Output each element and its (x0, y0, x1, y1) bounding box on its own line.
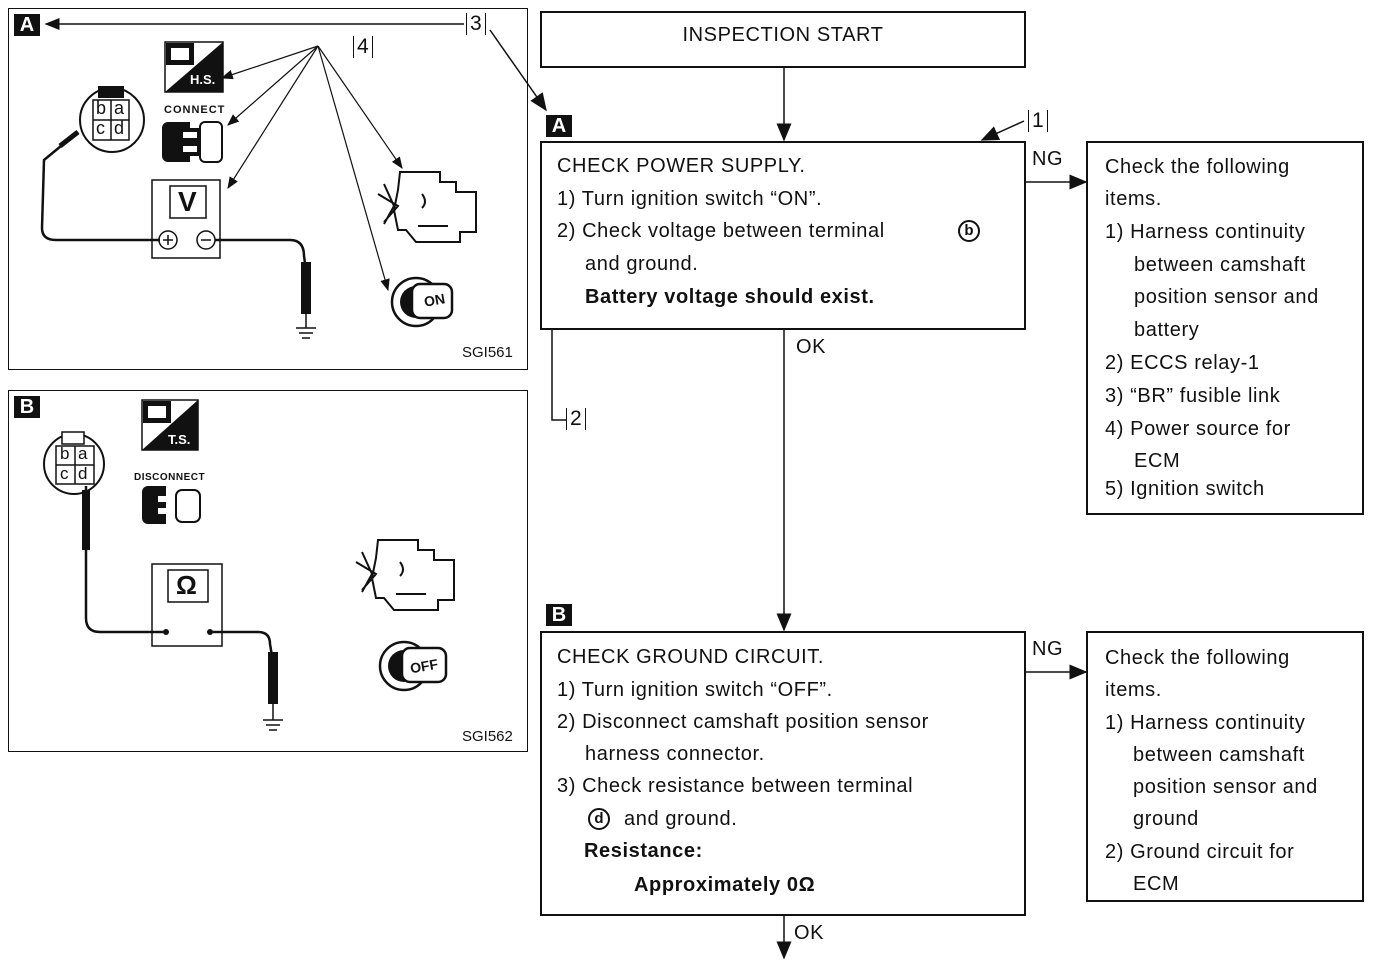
step-a-ng-line-5: battery (1134, 319, 1200, 341)
step-a-ng-line-9: ECM (1134, 450, 1181, 472)
disconnect-label: DISCONNECT (134, 472, 206, 483)
connect-label: CONNECT (164, 104, 226, 116)
step-b-ng-line-5: ground (1133, 808, 1199, 830)
step-b-ok-label: OK (794, 922, 825, 944)
callout-4: 4 (353, 36, 373, 58)
step-b-line-3: harness connector. (585, 743, 765, 765)
figure-b-tag: B (14, 396, 40, 418)
start-label: INSPECTION START (682, 24, 884, 46)
step-b-ng-line-4: position sensor and (1133, 776, 1318, 798)
figure-b-illustration (43, 399, 455, 731)
disconnect-connector-icon (142, 486, 201, 524)
terminal-b-c: c (60, 464, 69, 483)
terminal-b-marker-icon: b (958, 220, 980, 242)
engine-icon (377, 171, 477, 243)
step-a-line-3: and ground. (585, 253, 699, 275)
step-a-ng-line-0: Check the following (1105, 156, 1290, 178)
terminal-b-d: d (78, 464, 88, 483)
step-a-tag: A (546, 115, 572, 137)
terminal-b-b: b (60, 444, 70, 463)
step-a-line-2: 2) Check voltage between terminal (557, 220, 885, 242)
resistance-label: Resistance: (584, 840, 703, 862)
step-a-box (540, 141, 1026, 330)
connector-icon (162, 121, 223, 163)
step-a-result: Battery voltage should exist. (585, 286, 875, 308)
hs-label: H.S. (190, 72, 216, 87)
hs-badge-icon (164, 41, 224, 93)
terminal-b: b (96, 98, 107, 118)
figure-a-tag: A (14, 14, 40, 36)
figure-a-illustration (40, 18, 477, 339)
step-b-ng-line-7: ECM (1133, 873, 1180, 895)
step-a-ng-line-2: 1) Harness continuity (1105, 221, 1306, 243)
step-a-ng-line-1: items. (1105, 188, 1162, 210)
step-b-ng-line-1: items. (1105, 679, 1162, 701)
step-a-ng-line-6: 2) ECCS relay-1 (1105, 352, 1260, 374)
callout-2: 2 (566, 408, 586, 430)
step-b-line-2: 2) Disconnect camshaft position sensor (557, 711, 929, 733)
callout-1: 1 (1028, 110, 1048, 132)
step-a-ng-label: NG (1032, 148, 1064, 170)
terminal-c: c (96, 118, 105, 138)
step-a-ng-box (1086, 141, 1364, 515)
ts-label: T.S. (168, 432, 191, 447)
step-a-ng-line-3: between camshaft (1134, 254, 1306, 276)
step-b-ng-line-2: 1) Harness continuity (1105, 712, 1306, 734)
terminal-b-marker-label: b (964, 222, 974, 239)
step-b-heading: CHECK GROUND CIRCUIT. (557, 646, 825, 668)
step-a-line-1: 1) Turn ignition switch “ON”. (557, 188, 823, 210)
ts-badge-icon (141, 399, 199, 451)
step-b-line-5: and ground. (624, 808, 738, 830)
resistance-value: Approximately 0Ω (634, 874, 816, 896)
callout-3: 3 (466, 13, 486, 35)
start-box (540, 11, 1026, 68)
step-b-ng-label: NG (1032, 638, 1064, 660)
sensor-connector-b-icon (43, 431, 105, 495)
ignition-key-off-icon (378, 640, 448, 692)
step-b-line-4: 3) Check resistance between terminal (557, 775, 914, 797)
terminal-d: d (114, 118, 125, 138)
step-a-ng-line-8: 4) Power source for (1105, 418, 1291, 440)
step-b-ng-line-0: Check the following (1105, 647, 1290, 669)
sensor-connector-icon (79, 86, 145, 153)
terminal-b-a: a (78, 444, 88, 463)
step-a-ng-line-10: 5) Ignition switch (1105, 478, 1265, 500)
terminal-d-marker-label: d (594, 810, 604, 827)
step-a-ok-label: OK (796, 336, 827, 358)
figure-b-code: SGI562 (462, 728, 513, 745)
ohmmeter-symbol: Ω (176, 570, 197, 600)
figure-a-code: SGI561 (462, 344, 513, 361)
step-b-ng-box (1086, 631, 1364, 902)
step-a-ng-line-4: position sensor and (1134, 286, 1319, 308)
step-b-tag: B (546, 604, 572, 626)
voltmeter-symbol: V (178, 186, 197, 217)
step-b-line-1: 1) Turn ignition switch “OFF”. (557, 679, 833, 701)
ignition-key-on-icon (390, 276, 454, 328)
step-b-ng-line-3: between camshaft (1133, 744, 1305, 766)
step-a-ng-line-7: 3) “BR” fusible link (1105, 385, 1281, 407)
terminal-a: a (114, 98, 125, 118)
engine-b-icon (355, 539, 455, 611)
step-b-box (540, 631, 1026, 916)
step-b-ng-line-6: 2) Ground circuit for (1105, 841, 1295, 863)
step-a-heading: CHECK POWER SUPPLY. (557, 155, 806, 177)
terminal-d-marker-icon: d (588, 808, 610, 830)
